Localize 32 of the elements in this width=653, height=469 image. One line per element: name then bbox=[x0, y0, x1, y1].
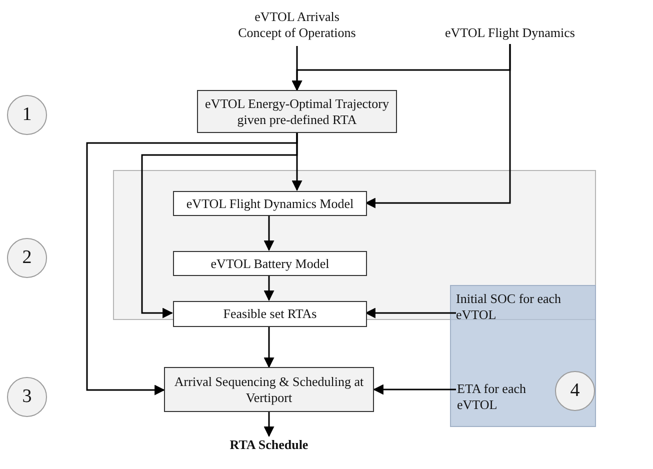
process-box bbox=[164, 367, 374, 412]
process-box bbox=[173, 191, 367, 216]
input-label: Initial SOC for each eVTOL bbox=[456, 291, 562, 323]
arrow bbox=[86, 133, 298, 396]
step-circle bbox=[7, 377, 47, 417]
input-label: eVTOL Arrivals Concept of Operations bbox=[237, 9, 357, 41]
process-box bbox=[197, 90, 397, 133]
arrow bbox=[372, 384, 456, 395]
box-label: eVTOL Battery Model bbox=[210, 256, 330, 272]
box-label: eVTOL Flight Dynamics Model bbox=[186, 196, 354, 212]
step-number: 4 bbox=[570, 380, 580, 402]
step-circle bbox=[555, 371, 595, 411]
arrow bbox=[264, 275, 274, 302]
step-number: 2 bbox=[22, 246, 32, 270]
output-label: RTA Schedule bbox=[230, 437, 308, 453]
arrow bbox=[264, 326, 274, 368]
input-label: eVTOL Flight Dynamics bbox=[445, 25, 575, 41]
step-number: 1 bbox=[22, 104, 32, 126]
arrow bbox=[264, 412, 274, 438]
process-box bbox=[173, 251, 367, 276]
process-box bbox=[173, 301, 367, 327]
step-number: 3 bbox=[22, 386, 32, 408]
group-panel bbox=[450, 285, 596, 427]
box-label: eVTOL Energy-Optimal Trajectory given pre-defined RTA bbox=[204, 96, 390, 128]
step-circle bbox=[7, 95, 47, 135]
step-circle bbox=[7, 238, 47, 278]
box-label: Arrival Sequencing & Scheduling at Vertiport bbox=[173, 374, 365, 406]
arrow bbox=[364, 308, 456, 318]
arrow bbox=[364, 44, 511, 208]
input-label: ETA for each eVTOL bbox=[457, 381, 527, 413]
arrow bbox=[264, 215, 274, 252]
box-label: Feasible set RTAs bbox=[223, 306, 317, 322]
